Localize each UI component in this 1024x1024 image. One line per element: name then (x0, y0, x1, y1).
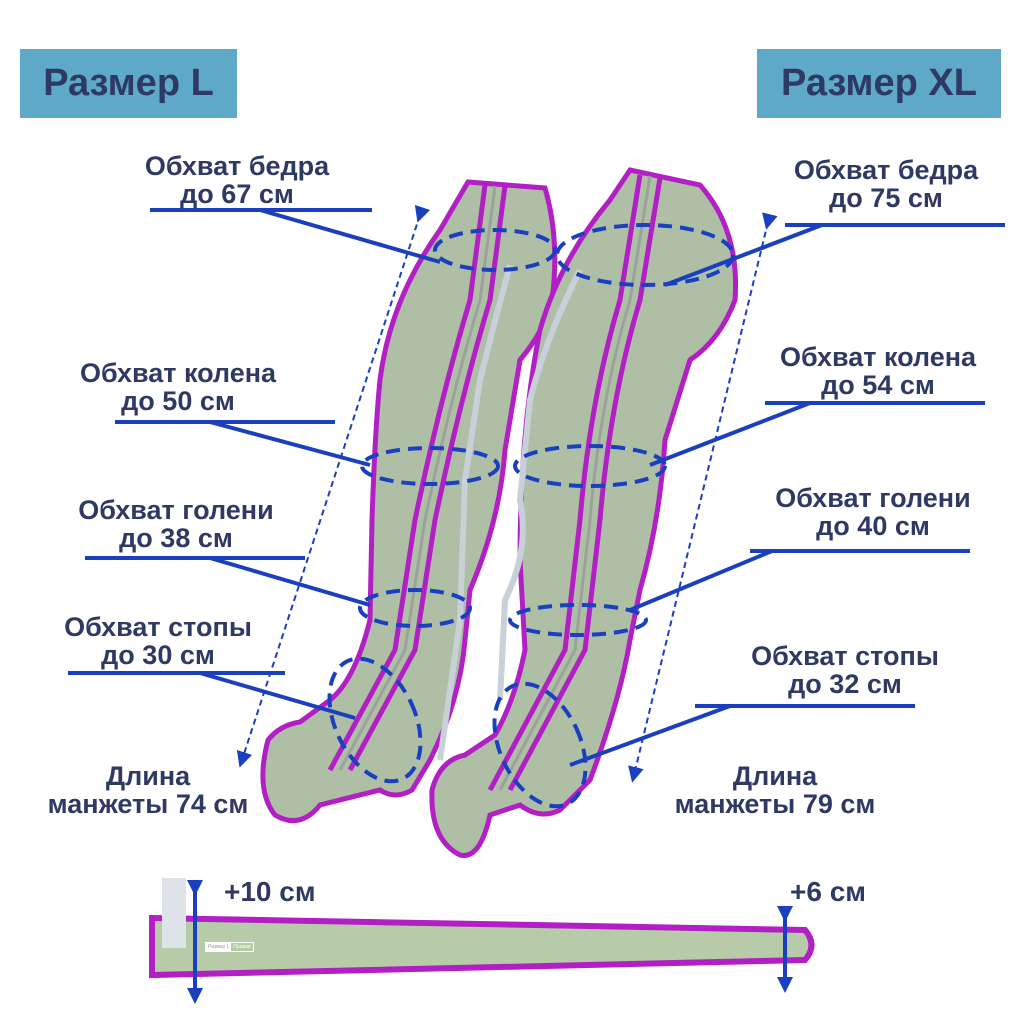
label-line: до 50 см (121, 386, 235, 416)
size-xl-title: Размер XL (757, 49, 1001, 118)
label-line: Обхват колена (79, 358, 277, 388)
label-line: Обхват бедра (793, 155, 979, 185)
label-line: до 54 см (821, 370, 935, 400)
extension-tag: Размер L Правая (205, 942, 254, 952)
label-line: манжеты 79 см (674, 789, 876, 819)
label-line: до 67 см (180, 179, 294, 209)
label-line: до 32 см (788, 669, 902, 699)
leader-lines (68, 208, 1005, 767)
extension-strip (149, 878, 815, 1004)
label-line: до 38 см (119, 523, 233, 553)
label-line: до 40 см (816, 511, 930, 541)
label-line: Обхват бедра (144, 151, 330, 181)
label-line: Обхват стопы (751, 641, 939, 671)
tag-size: Размер L (206, 943, 232, 951)
extension-narrow-label: +6 см (790, 876, 866, 907)
label-line: Длина (732, 761, 818, 791)
label-line: до 75 см (829, 183, 943, 213)
extension-wide-label: +10 см (224, 876, 316, 907)
label-line: Обхват голени (78, 495, 274, 525)
right-length-arrow (628, 212, 778, 783)
label-line: Обхват колена (779, 342, 977, 372)
size-l-title: Размер L (20, 49, 237, 118)
left-length-arrow (236, 204, 431, 768)
label-line: Длина (105, 761, 191, 791)
label-line: манжеты 74 см (47, 789, 249, 819)
label-line: до 30 см (101, 640, 215, 670)
label-line: Обхват стопы (64, 612, 252, 642)
tag-side: Правая (233, 944, 251, 950)
label-line: Обхват голени (775, 483, 971, 513)
